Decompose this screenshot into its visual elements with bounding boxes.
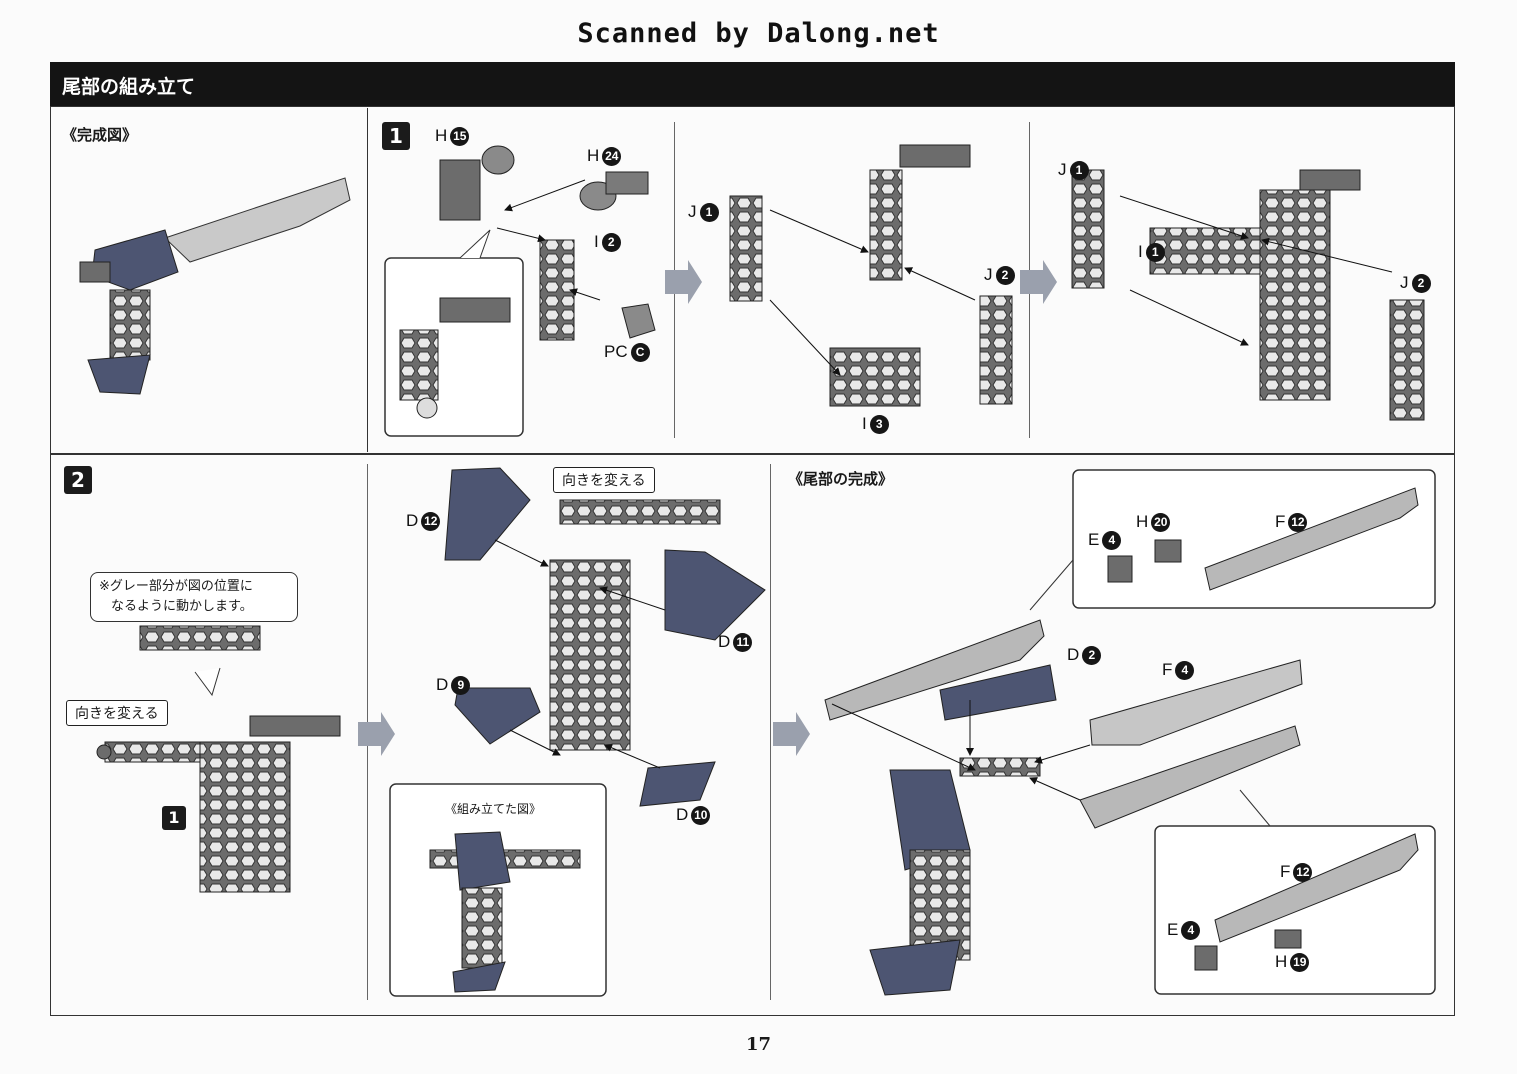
step2-armor-illustration: [389, 467, 766, 997]
section-title-bar: [50, 62, 1455, 106]
step1-inset-illustration: [384, 229, 524, 437]
bottom-panel: [50, 454, 1455, 1016]
gray-part-note: ※グレー部分が図の位置に なるように動かします。: [90, 572, 298, 622]
completed-view-label: 《完成図》: [62, 126, 138, 144]
inline-step-ref: 1: [162, 806, 186, 830]
assembled-view-label: 《組み立てた図》: [445, 802, 542, 816]
note-line: ※グレー部分が図の位置に: [99, 579, 253, 594]
change-direction-label: 向きを変える: [553, 467, 655, 493]
step-number: 2: [64, 466, 92, 494]
completed-tail-illustration: [79, 177, 351, 395]
scanner-watermark: Scanned by Dalong.net: [577, 18, 940, 49]
section-title: 尾部の組み立て: [62, 76, 196, 98]
top-panel: [50, 106, 1455, 454]
note-line: なるように動かします。: [111, 599, 253, 614]
divider: [367, 108, 369, 452]
step-number: 1: [382, 122, 410, 150]
step-arrows: [358, 260, 1057, 756]
page-number: 17: [745, 1034, 772, 1055]
step2-rotation-illustration: [96, 625, 341, 893]
tail-complete-label: 《尾部の完成》: [788, 470, 894, 488]
change-direction-label: 向きを変える: [66, 700, 168, 726]
divider: [770, 464, 772, 1000]
step1-sub3-parts: [1071, 169, 1425, 421]
tail-complete-illustration: [824, 469, 1436, 996]
step1-sub2-parts: [729, 144, 1013, 407]
step1-parts: [439, 145, 656, 341]
